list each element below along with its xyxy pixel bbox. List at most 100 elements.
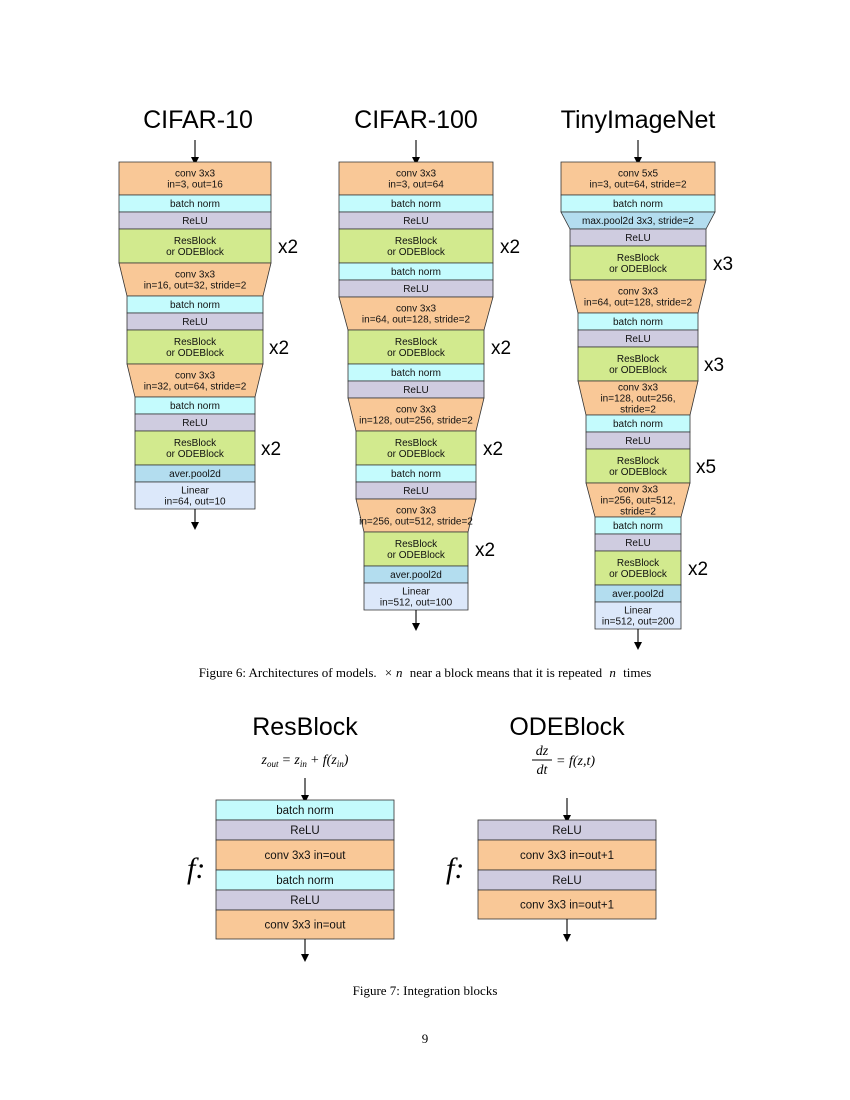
block-label-line: ResBlock xyxy=(395,438,438,449)
block-bn: batch norm xyxy=(347,363,485,382)
block-relu: ReLU xyxy=(338,279,494,298)
caption-end: times xyxy=(623,665,651,680)
block-label-line: conv 3x3 xyxy=(618,287,658,298)
layer-relu: ReLU xyxy=(477,819,657,841)
block-bn: batch norm xyxy=(338,262,494,281)
block-label-line: conv 3x3 xyxy=(396,169,436,180)
repeat-label: x2 xyxy=(269,338,289,359)
block-bn: batch norm xyxy=(355,464,477,483)
block-label-line: aver.pool2d xyxy=(169,469,221,480)
block-relu: ReLU xyxy=(585,431,691,450)
block-label-line: in=32, out=64, stride=2 xyxy=(144,382,247,393)
layer-relu: ReLU xyxy=(477,869,657,891)
block-relu: ReLU xyxy=(355,481,477,500)
block-label-line: in=128, out=256, stride=2 xyxy=(359,416,473,427)
title-cifar100: CIFAR-100 xyxy=(354,106,478,134)
block-label-line: ReLU xyxy=(182,418,208,429)
ode-eq-numerator: dz xyxy=(536,744,549,759)
block-label-line: batch norm xyxy=(391,469,441,480)
layer-label: ReLU xyxy=(552,875,581,887)
ode-eq-rhs: = f(z,t) xyxy=(556,754,595,769)
block-label-line: batch norm xyxy=(613,317,663,328)
block-label-line: ResBlock xyxy=(617,354,660,365)
caption-n: n xyxy=(609,665,616,680)
layer-label: ReLU xyxy=(290,825,319,837)
block-label-line: ResBlock xyxy=(395,539,438,550)
repeat-label: x2 xyxy=(688,559,708,580)
block-label-line: Linear xyxy=(402,587,430,598)
layer-conv: conv 3x3 in=out xyxy=(215,909,395,940)
block-label-line: stride=2 xyxy=(620,507,656,518)
layer-label: ReLU xyxy=(552,825,581,837)
block-label-line: ReLU xyxy=(625,436,651,447)
ode-eq-denominator: dt xyxy=(537,763,549,778)
block-label-line: batch norm xyxy=(391,368,441,379)
block-label-line: or ODEBlock xyxy=(166,348,225,359)
block-label-line: in=64, out=128, stride=2 xyxy=(362,315,471,326)
block-shape xyxy=(594,601,682,630)
block-label-line: aver.pool2d xyxy=(612,589,664,600)
layer-label: conv 3x3 in=out+1 xyxy=(520,850,614,862)
block-label-line: or ODEBlock xyxy=(387,550,446,561)
block-label-line: or ODEBlock xyxy=(609,569,668,580)
block-relu: ReLU xyxy=(118,211,272,230)
block-relu: ReLU xyxy=(347,380,485,399)
block-relu: ReLU xyxy=(594,533,682,552)
figure6-caption: Figure 6: Architectures of models. × n n… xyxy=(199,665,652,680)
block-label-line: batch norm xyxy=(391,267,441,278)
repeat-label: x3 xyxy=(704,355,724,376)
block-label-line: ReLU xyxy=(403,486,429,497)
repeat-label: x2 xyxy=(483,439,503,460)
block-label-line: conv 5x5 xyxy=(618,169,658,180)
block-relu: ReLU xyxy=(338,211,494,230)
block-label-line: ReLU xyxy=(625,334,651,345)
block-shape xyxy=(363,582,469,611)
block-pool: aver.pool2d xyxy=(134,464,256,483)
block-bn: batch norm xyxy=(577,312,699,331)
eq-plus: + xyxy=(311,753,319,768)
block-label-line: conv 3x3 xyxy=(618,383,658,394)
layer-label: conv 3x3 in=out+1 xyxy=(520,900,614,912)
block-label-line: max.pool2d 3x3, stride=2 xyxy=(582,216,694,227)
layer-label: batch norm xyxy=(276,805,334,817)
eq-z-out: z xyxy=(261,753,268,768)
block-label-line: ResBlock xyxy=(617,456,660,467)
block-label-line: or ODEBlock xyxy=(609,467,668,478)
block-label-line: conv 3x3 xyxy=(175,169,215,180)
eq-sub-in-arg: in xyxy=(337,759,345,769)
block-label-line: conv 3x3 xyxy=(396,506,436,517)
block-label-line: in=512, out=200 xyxy=(602,617,675,628)
block-label-line: or ODEBlock xyxy=(387,348,446,359)
block-label-line: ReLU xyxy=(625,538,651,549)
block-bn: batch norm xyxy=(126,295,264,314)
block-label-line: batch norm xyxy=(170,401,220,412)
layer-conv: conv 3x3 in=out+1 xyxy=(477,889,657,920)
block-label-line: ReLU xyxy=(403,385,429,396)
block-label-line: batch norm xyxy=(170,300,220,311)
layer-relu: ReLU xyxy=(215,889,395,911)
eq-f: f( xyxy=(323,753,333,768)
block-bn: batch norm xyxy=(338,194,494,213)
layer-bn: batch norm xyxy=(215,799,395,821)
layer-label: conv 3x3 in=out xyxy=(265,920,347,932)
block-label-line: in=3, out=16 xyxy=(167,180,223,191)
block-label-line: in=256, out=512, stride=2 xyxy=(359,517,473,528)
repeat-label: x2 xyxy=(475,540,495,561)
block-label-line: batch norm xyxy=(170,199,220,210)
eq-z-arg: z xyxy=(330,753,337,768)
